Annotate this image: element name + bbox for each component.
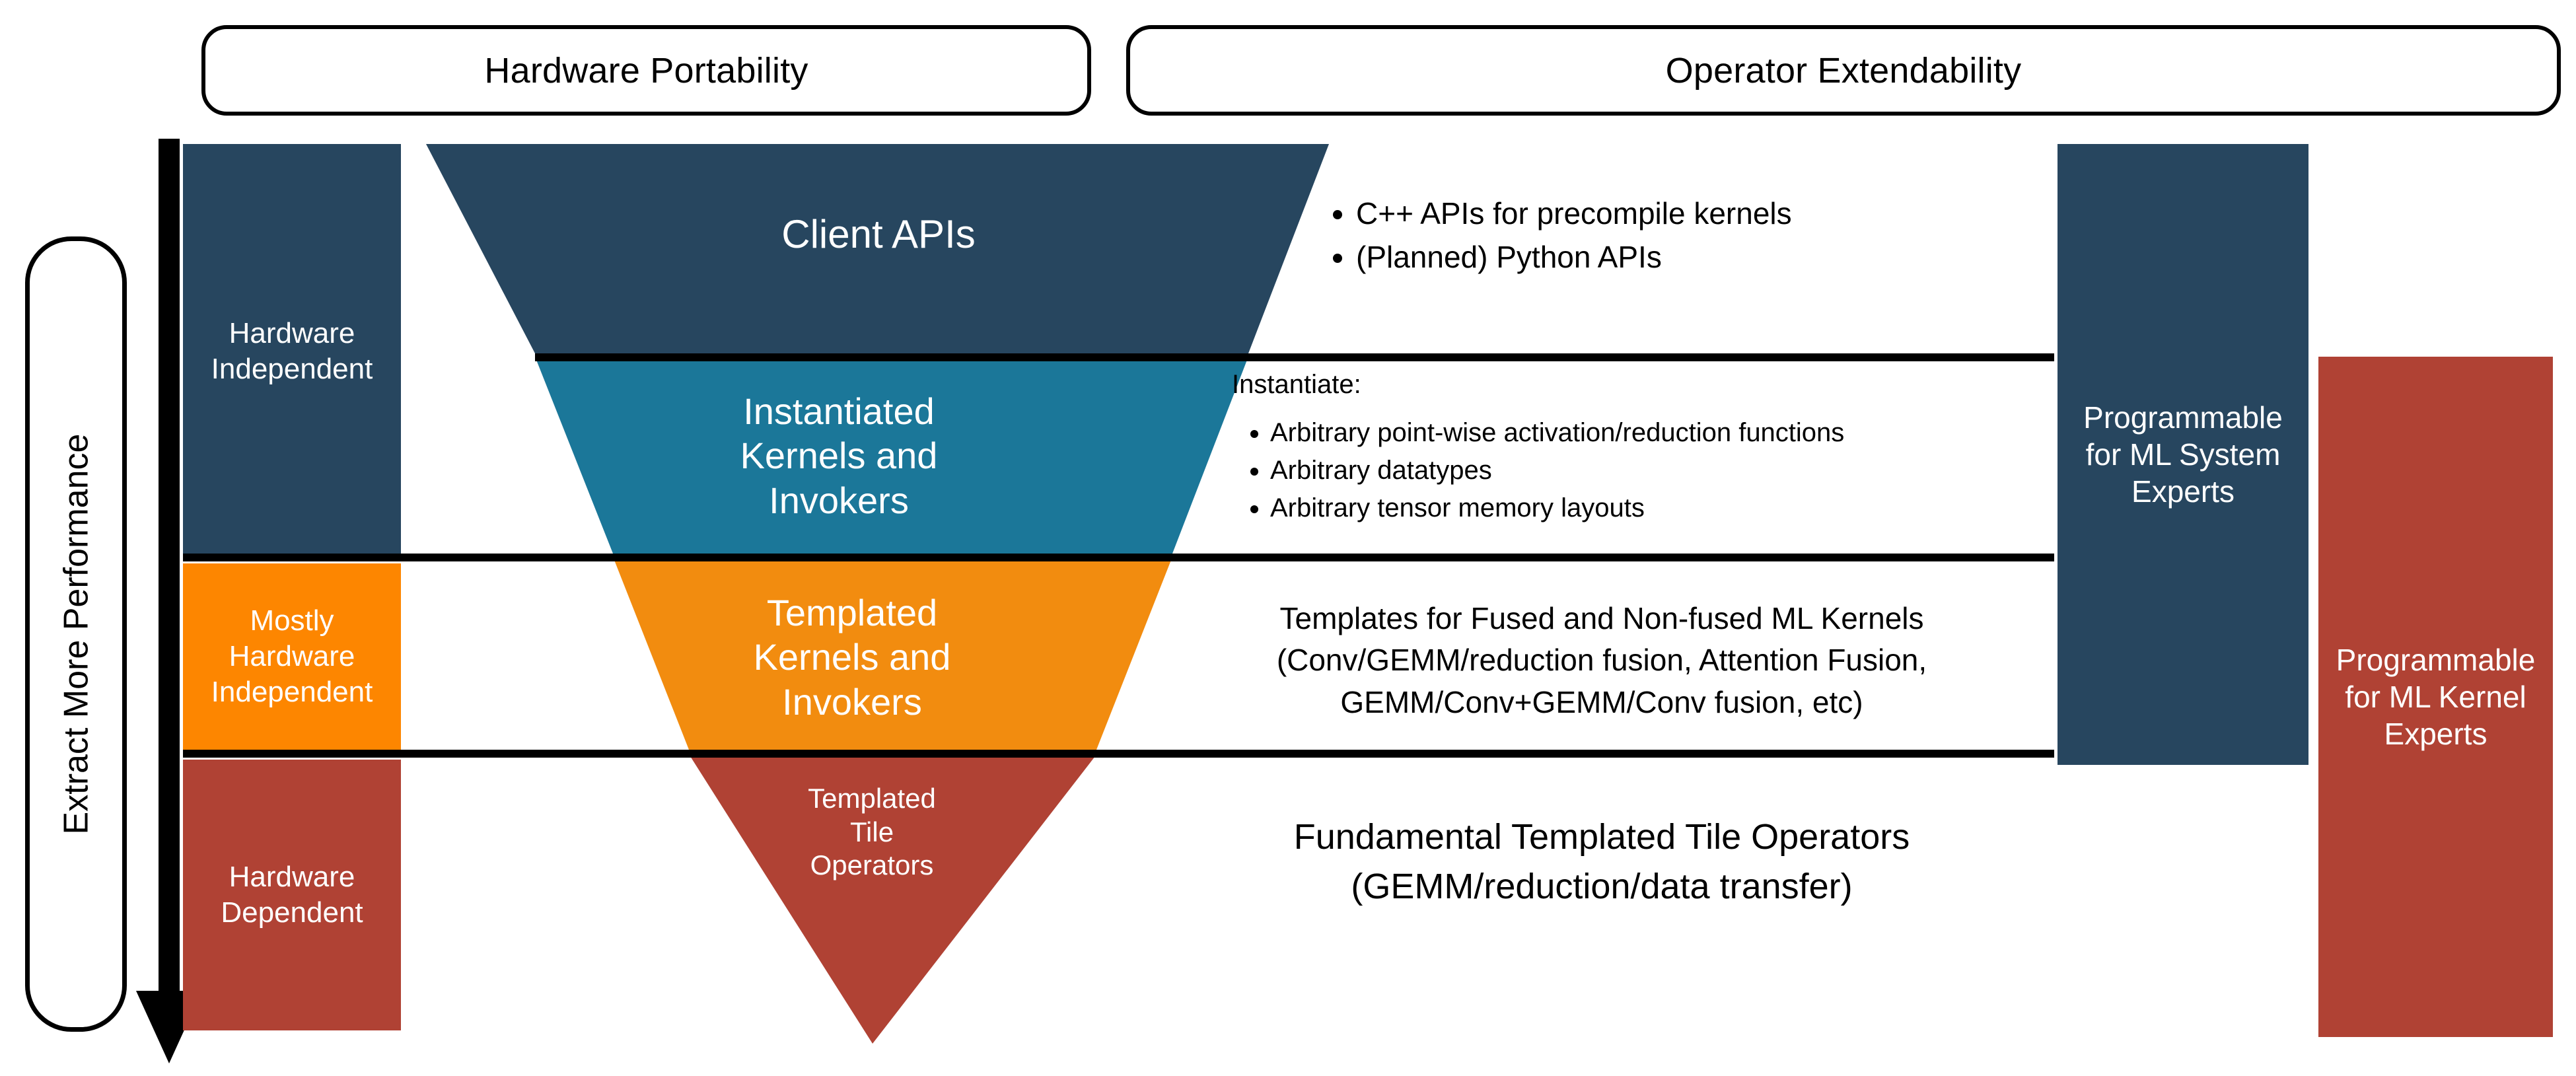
list-item: Arbitrary datatypes <box>1270 452 2044 489</box>
instantiate-bullet-list: Arbitrary point-wise activation/reductio… <box>1232 414 2044 526</box>
description-instantiated-kernels: Instantiate: Arbitrary point-wise activa… <box>1232 370 2044 526</box>
templated-kernels-line-2: (Conv/GEMM/reduction fusion, Attention F… <box>1276 643 1927 678</box>
funnel-layer-instantiated-kernels <box>536 360 1247 554</box>
header-hardware-portability-label: Hardware Portability <box>484 50 808 90</box>
fundamental-tile-line-1: Fundamental Templated Tile Operators <box>1293 817 1910 857</box>
description-fundamental-tile-operators: Fundamental Templated Tile Operators (GE… <box>1149 812 2054 911</box>
description-templated-kernels: Templates for Fused and Non-fused ML Ker… <box>1163 598 2041 723</box>
fundamental-tile-line-2: (GEMM/reduction/data transfer) <box>1351 866 1853 906</box>
description-client-apis: C++ APIs for precompile kernels (Planned… <box>1318 192 2031 279</box>
templated-kernels-line-1: Templates for Fused and Non-fused ML Ker… <box>1279 601 1924 635</box>
separator-line-1 <box>535 353 2054 361</box>
separator-line-2 <box>183 554 2054 561</box>
templated-kernels-line-3: GEMM/Conv+GEMM/Conv fusion, etc) <box>1340 684 1863 719</box>
list-item: C++ APIs for precompile kernels <box>1356 192 2031 235</box>
client-apis-bullet-list: C++ APIs for precompile kernels (Planned… <box>1318 192 2031 279</box>
funnel-layer-templated-kernels <box>614 560 1171 750</box>
list-item: (Planned) Python APIs <box>1356 235 2031 279</box>
funnel-layer-templated-tile-operators <box>690 756 1095 1044</box>
header-hardware-portability: Hardware Portability <box>201 25 1091 116</box>
header-operator-extendability-label: Operator Extendability <box>1665 50 2022 90</box>
header-operator-extendability: Operator Extendability <box>1126 25 2561 116</box>
list-item: Arbitrary point-wise activation/reductio… <box>1270 414 2044 452</box>
funnel-layer-client-apis <box>426 144 1329 353</box>
list-item: Arbitrary tensor memory layouts <box>1270 489 2044 527</box>
separator-line-3 <box>183 750 2054 758</box>
instantiate-heading: Instantiate: <box>1232 370 1361 399</box>
performance-axis-box: Extract More Performance <box>25 236 127 1032</box>
